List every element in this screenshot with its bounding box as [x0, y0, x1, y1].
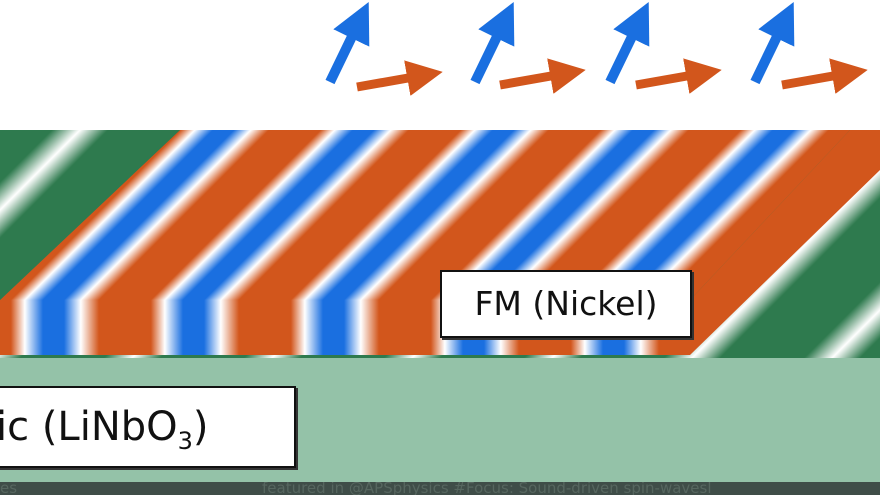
arrow-pair-1	[325, 1, 443, 96]
wave-vector-arrow-icon	[781, 58, 868, 94]
magnetization-arrow-icon	[470, 1, 515, 85]
ferromagnet-side-face	[690, 130, 880, 355]
magnetization-arrow-icon	[325, 1, 370, 85]
wave-vector-arrow-icon	[499, 58, 586, 94]
footer-fragment: es	[0, 482, 18, 495]
footer-caption-bar: es featured in @APSphysics #Focus: Sound…	[0, 482, 880, 495]
magnetization-arrow-icon	[750, 1, 795, 85]
substrate-left-region	[0, 130, 180, 300]
substrate-label-subscript: 3	[177, 427, 193, 455]
arrow-pair-3	[605, 1, 722, 94]
ferromagnet-top-face	[0, 130, 850, 300]
ferromagnet-label: FM (Nickel)	[440, 270, 692, 338]
footer-caption[interactable]: featured in @APSphysics #Focus: Sound-dr…	[262, 482, 712, 495]
arrow-pair-4	[750, 1, 868, 94]
substrate-label: ic (LiNbO3)	[0, 386, 296, 468]
arrow-pair-2	[470, 1, 586, 94]
wave-vector-arrow-icon	[356, 60, 443, 96]
substrate-label-text: ic (LiNbO	[0, 404, 178, 450]
wave-vector-arrow-icon	[635, 58, 722, 94]
magnetization-arrow-icon	[605, 1, 650, 85]
substrate-label-suffix: )	[192, 404, 209, 450]
